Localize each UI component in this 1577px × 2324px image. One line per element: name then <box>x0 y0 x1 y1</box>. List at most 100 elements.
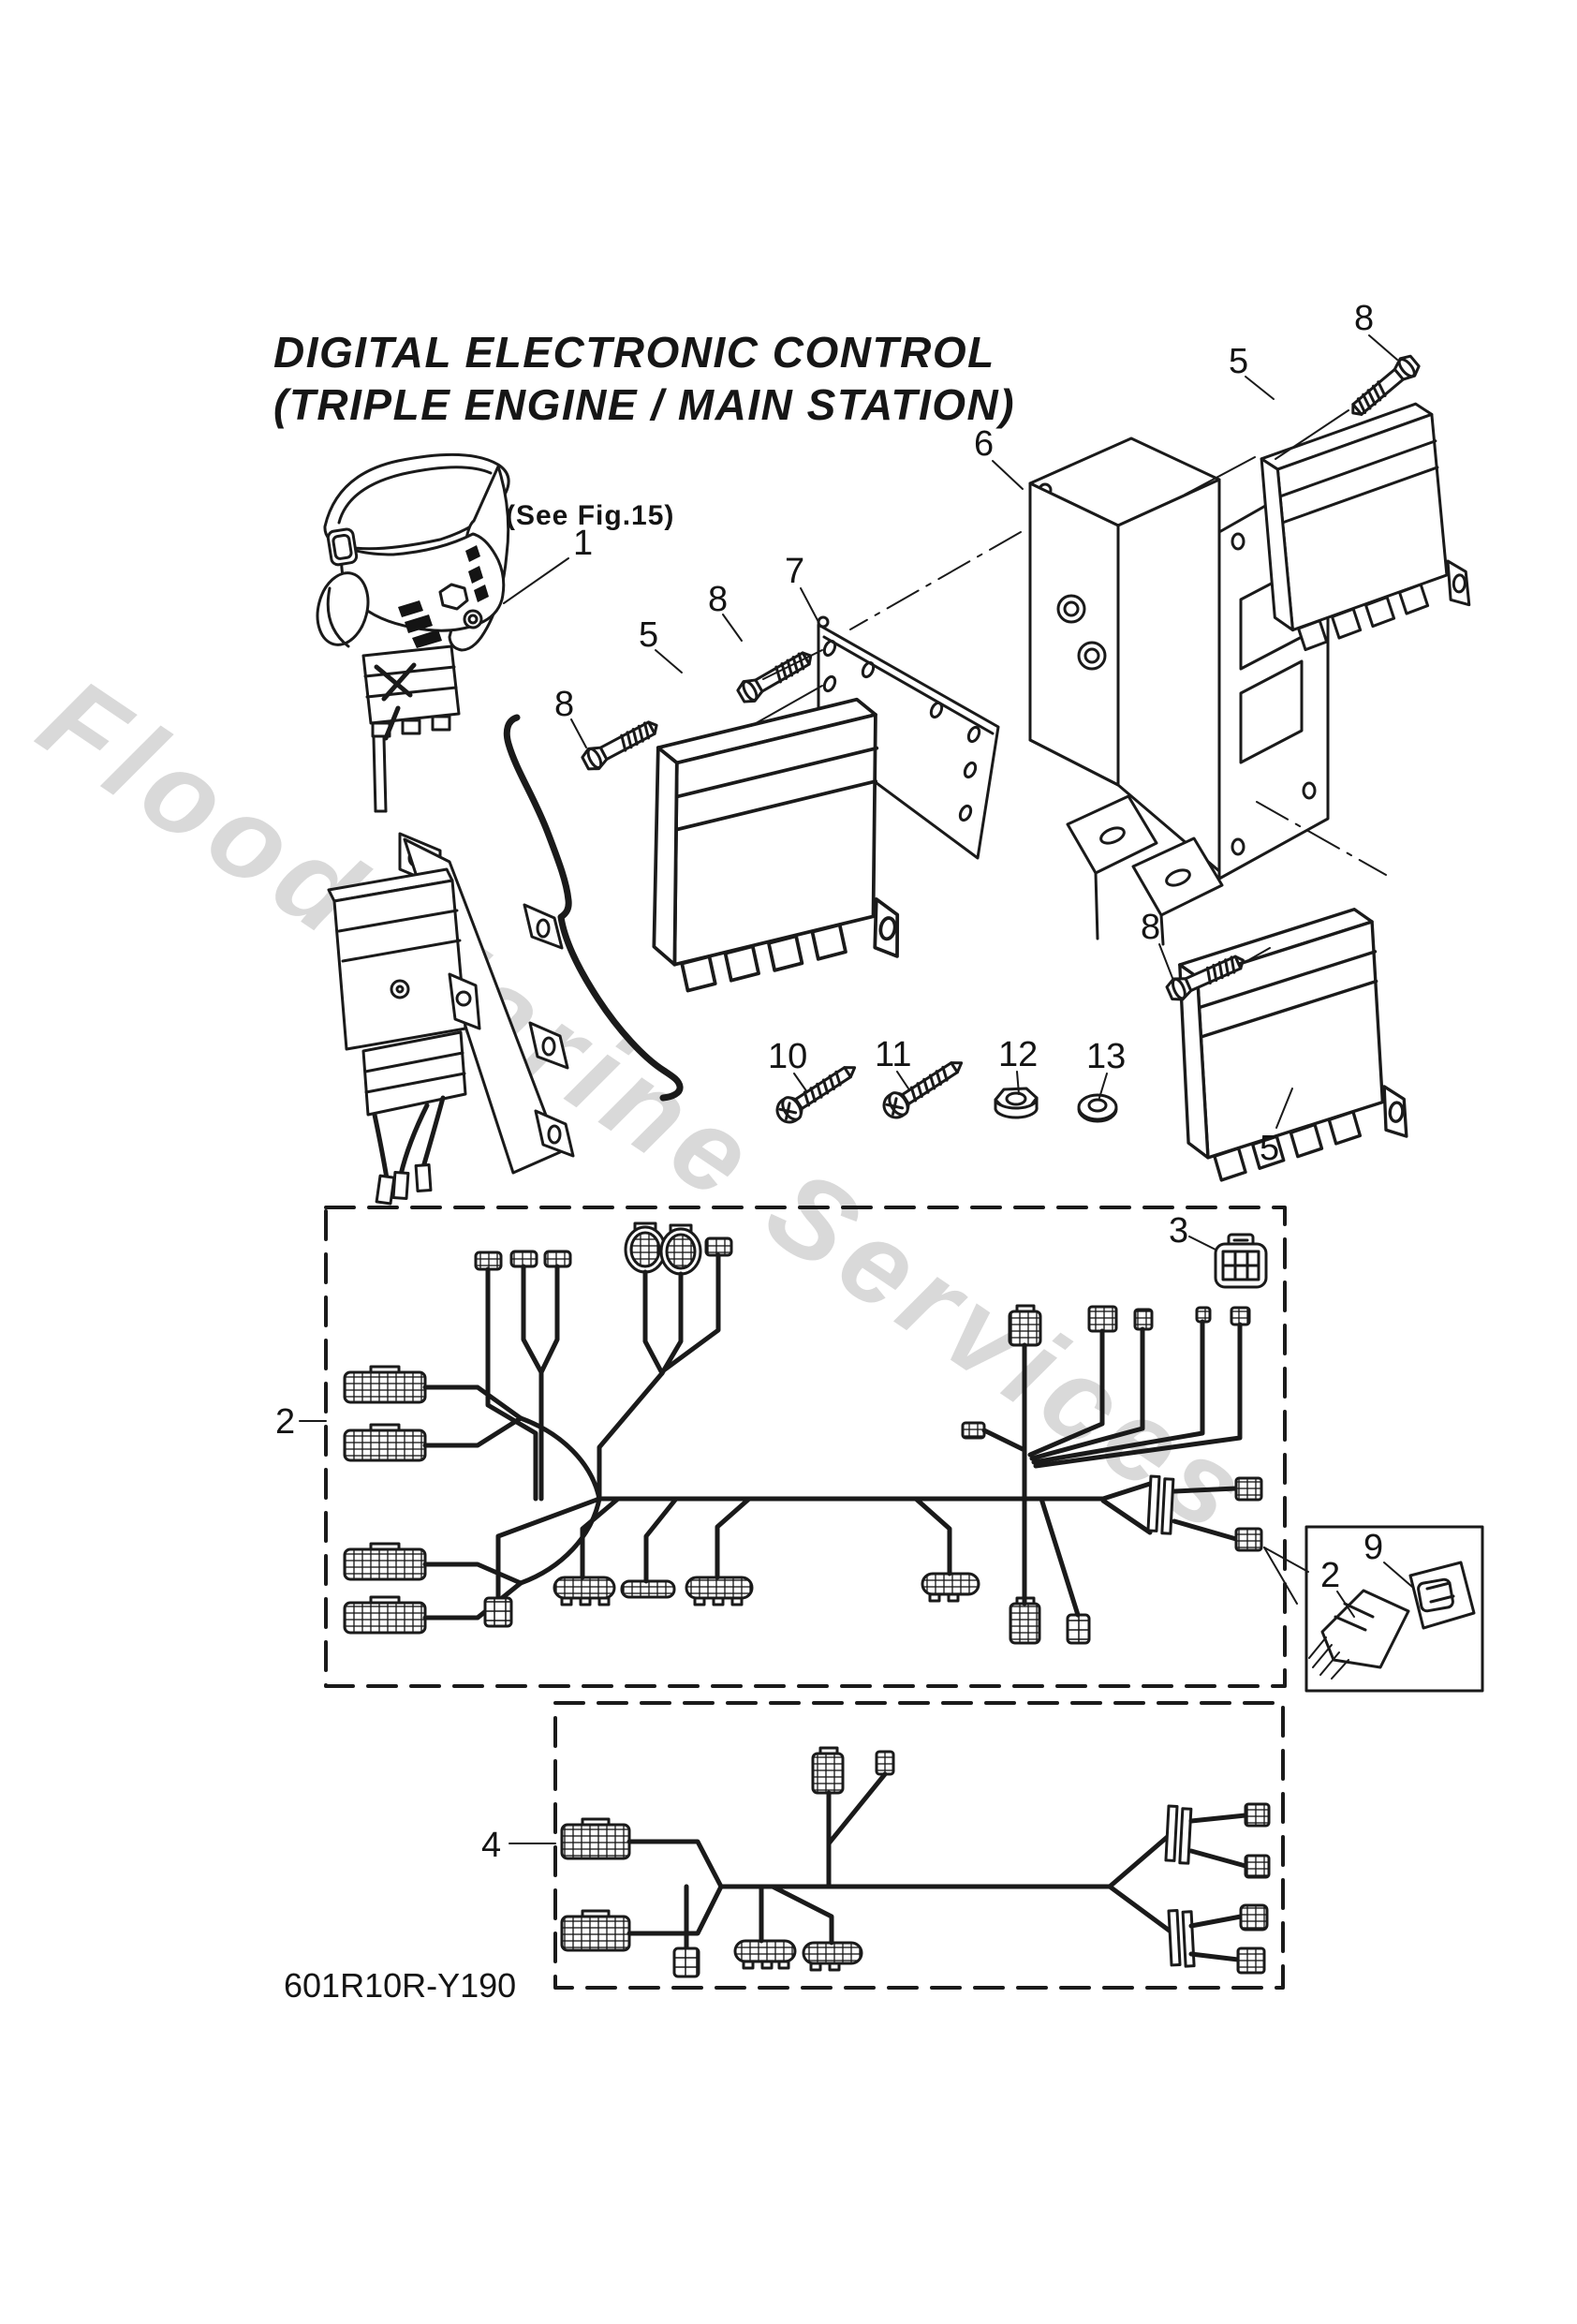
washer <box>1077 1093 1118 1123</box>
pointer-line-2 <box>1263 1547 1298 1605</box>
callout-13: 13 <box>1086 1037 1126 1076</box>
see-fig-note: (See Fig.15) <box>506 500 674 531</box>
pointer-line-1 <box>1263 1547 1309 1573</box>
callout-1: 1 <box>573 524 593 563</box>
figure-title-line1: DIGITAL ELECTRONIC CONTROL <box>273 328 995 377</box>
connector-3 <box>1214 1233 1268 1289</box>
round-connector <box>659 1223 702 1276</box>
connector <box>1230 1306 1251 1326</box>
connector <box>961 1421 986 1440</box>
leader-5a <box>1245 376 1275 400</box>
group-divider-swoosh <box>503 714 684 1102</box>
oval-connector <box>553 1576 616 1606</box>
align-line-8b1 <box>762 649 823 680</box>
callout-7: 7 <box>785 552 804 591</box>
leader-5c <box>1275 1088 1293 1129</box>
drawing-code: 601R10R-Y190 <box>284 1966 516 2005</box>
connector <box>1008 1304 1042 1347</box>
oval-connector <box>802 1941 863 1972</box>
connector <box>343 1365 427 1404</box>
callout-5a: 5 <box>1229 342 1248 381</box>
leader-8a <box>1368 334 1398 361</box>
connector <box>704 1236 733 1257</box>
callout-10: 10 <box>768 1037 807 1076</box>
callout-5b: 5 <box>639 615 658 655</box>
connector <box>1133 1308 1154 1331</box>
diagram-lines: DIGITAL ELECTRONIC CONTROL (TRIPLE ENGIN… <box>273 299 1484 2005</box>
oval-connector <box>620 1579 676 1599</box>
leader-12 <box>1016 1071 1020 1095</box>
ecu-module-bottom-right <box>1156 890 1432 1201</box>
callout-8d: 8 <box>1141 908 1160 947</box>
leader-8c <box>570 718 587 748</box>
connector <box>560 1817 631 1860</box>
align-line-8d <box>1243 947 1271 964</box>
oval-connector <box>685 1576 754 1606</box>
leader-6 <box>992 460 1024 490</box>
ecu-module-top-right <box>1246 392 1484 663</box>
connector <box>474 1251 503 1271</box>
callout-6: 6 <box>974 424 994 464</box>
callout-3: 3 <box>1169 1211 1188 1251</box>
second-harness-boundary <box>553 1701 1285 1990</box>
bolt-center-lower <box>579 714 664 775</box>
connector <box>875 1750 895 1776</box>
main-harness-boundary <box>324 1206 1287 1688</box>
callout-8a: 8 <box>1354 299 1374 338</box>
connector <box>1244 1802 1271 1828</box>
leader-11 <box>896 1071 909 1089</box>
connector <box>1234 1476 1263 1502</box>
callout-4: 4 <box>481 1826 501 1865</box>
callout-8c: 8 <box>554 685 574 724</box>
main-harness <box>343 1221 1263 1645</box>
align-line-8b2 <box>750 685 823 727</box>
mounted-control-unit <box>327 832 575 1206</box>
connector <box>1234 1527 1263 1552</box>
connector <box>811 1746 845 1795</box>
callout-8b: 8 <box>708 580 728 619</box>
leader-8b <box>722 614 743 642</box>
connector <box>1066 1613 1091 1645</box>
connector-detail-box <box>1304 1525 1484 1693</box>
projection-line-top <box>1184 456 1256 496</box>
connector <box>343 1542 427 1581</box>
leader-3 <box>1188 1236 1216 1251</box>
control-lever-assembly <box>316 452 510 813</box>
second-harness <box>560 1746 1271 1978</box>
round-connector <box>624 1221 667 1274</box>
connector <box>1236 1947 1266 1975</box>
flange-nut <box>994 1087 1039 1119</box>
leader-13 <box>1098 1073 1108 1099</box>
connector <box>343 1595 427 1635</box>
leader-7 <box>800 587 819 623</box>
connector <box>483 1596 513 1628</box>
male-connector-detail <box>1308 1589 1410 1680</box>
oval-connector <box>921 1572 980 1603</box>
projection-line-bracket-ecu <box>1256 801 1387 876</box>
callout-2a: 2 <box>275 1402 295 1442</box>
connector <box>343 1423 427 1462</box>
callout-11: 11 <box>875 1035 911 1074</box>
figure-title-line2: (TRIPLE ENGINE / MAIN STATION) <box>273 380 1015 429</box>
mounting-plate <box>817 615 1000 860</box>
leader-2b <box>1336 1591 1355 1618</box>
leader-1 <box>503 557 569 604</box>
callout-9: 9 <box>1363 1528 1383 1567</box>
connector <box>560 1909 631 1952</box>
leader-10 <box>793 1073 808 1093</box>
connector <box>1087 1305 1118 1333</box>
leader-5b <box>655 649 683 674</box>
connector <box>1244 1854 1271 1879</box>
callout-5c: 5 <box>1260 1129 1279 1168</box>
callout-2b: 2 <box>1320 1556 1340 1595</box>
female-connector-detail <box>1408 1561 1476 1630</box>
leader-8d <box>1158 943 1173 979</box>
connector <box>1239 1903 1269 1932</box>
leader-9 <box>1383 1562 1413 1588</box>
taped-section <box>1167 1908 1196 1969</box>
projection-line-bracket-plate <box>849 531 1022 630</box>
taped-section <box>1164 1804 1193 1865</box>
oval-connector <box>733 1939 797 1970</box>
